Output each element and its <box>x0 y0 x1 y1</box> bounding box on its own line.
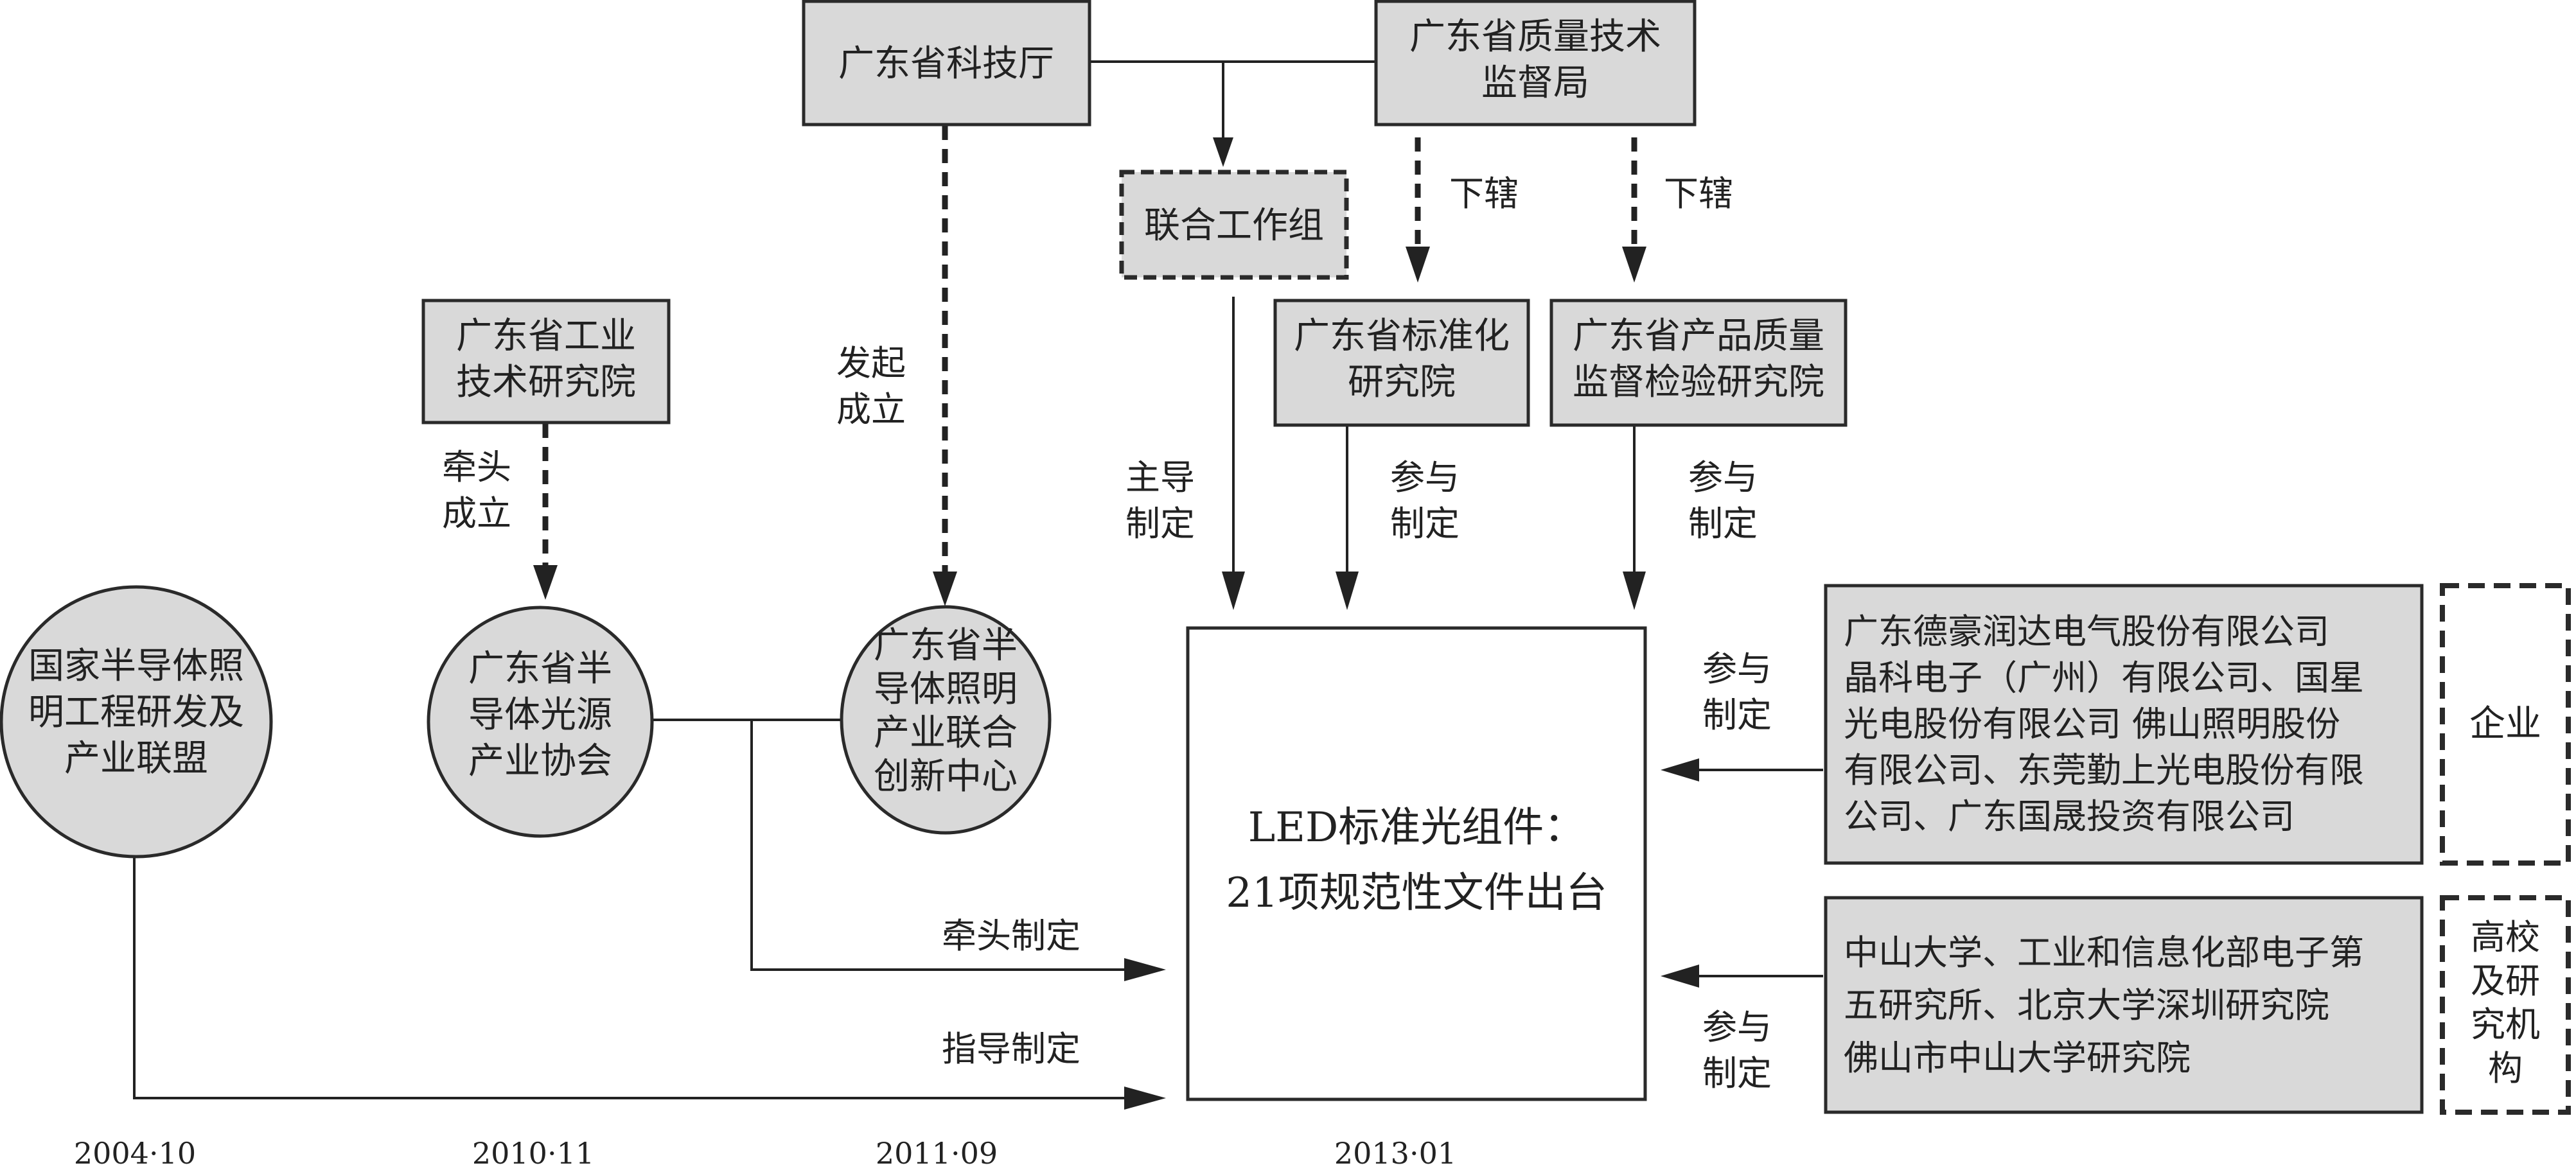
innovation-center-label-2: 导体照明 <box>874 668 1018 710</box>
industrial-inst-box <box>421 299 671 424</box>
product-inst-label-2: 监督检验研究院 <box>1573 362 1824 403</box>
university-tag-label-1: 高校 <box>2471 917 2540 957</box>
industrial-inst-label-2: 技术研究院 <box>456 362 636 403</box>
joint-to-center-arrowhead <box>1222 572 1245 610</box>
enterprises-line-5: 公司、广东国晟投资有限公司 <box>1844 796 2295 837</box>
label-participate-university-2: 制定 <box>1702 1053 1772 1094</box>
innovation-center-label-4: 创新中心 <box>874 756 1018 798</box>
industrial-inst-label-1: 广东省工业 <box>456 315 636 357</box>
semi-assoc-label-1: 广东省半 <box>468 648 612 690</box>
guide-make-line <box>133 857 1131 1099</box>
lead-make-arrowhead <box>1124 958 1166 981</box>
innovation-center-circle <box>840 605 1052 835</box>
label-participate-product-1: 参与 <box>1688 457 1758 498</box>
innovation-center-label-1: 广东省半 <box>874 625 1018 667</box>
universities-line-3: 佛山市中山大学研究院 <box>1844 1038 2191 1078</box>
label-participate-enterprise-2: 制定 <box>1702 695 1772 735</box>
label-participate-standard-2: 制定 <box>1390 503 1460 544</box>
enterprises-to-center-arrowhead <box>1661 758 1699 781</box>
label-guide-make: 指导制定 <box>942 1029 1081 1069</box>
standard-to-center-arrowhead <box>1336 572 1359 610</box>
semi-assoc-circle <box>427 606 654 838</box>
quality-bureau-label-2: 监督局 <box>1481 62 1589 104</box>
national-alliance-label-3: 产业联盟 <box>64 738 208 780</box>
university-tag-label-2: 及研 <box>2471 961 2540 1001</box>
university-tag-box <box>2440 895 2571 1115</box>
label-lead-formulate-1: 主导 <box>1125 457 1195 498</box>
product-to-center-arrowhead <box>1623 572 1646 610</box>
date-2010-11: 2010·11 <box>472 1136 594 1170</box>
product-inst-box <box>1549 299 1848 427</box>
to-joint-group-arrowhead <box>1213 137 1233 167</box>
label-participate-product-2: 制定 <box>1688 503 1758 544</box>
label-subordinate-product: 下辖 <box>1664 173 1733 214</box>
national-alliance-label-2: 明工程研发及 <box>28 692 244 733</box>
university-tag-label-3: 究机 <box>2471 1004 2540 1045</box>
enterprises-line-2: 晶科电子（广州）有限公司、国星 <box>1844 658 2364 698</box>
joint-group-label: 联合工作组 <box>1144 205 1324 247</box>
label-lead-establish-2: 成立 <box>442 493 511 534</box>
bureau-to-product-arrowhead <box>1622 247 1646 283</box>
label-initiate-2: 成立 <box>836 389 906 430</box>
center-result-line-1: LED标准光组件： <box>1248 804 1585 851</box>
standard-inst-label-2: 研究院 <box>1348 362 1456 403</box>
quality-bureau-box <box>1374 0 1697 127</box>
label-participate-university-1: 参与 <box>1702 1007 1772 1047</box>
center-result-line-2: 21项规范性文件出台 <box>1226 869 1607 917</box>
universities-line-1: 中山大学、工业和信息化部电子第 <box>1844 932 2364 973</box>
joint-group-box <box>1119 170 1349 280</box>
university-tag-label-4: 构 <box>2488 1048 2523 1088</box>
date-2013-01: 2013·01 <box>1334 1136 1456 1170</box>
tech-to-center-arrowhead <box>933 572 957 606</box>
enterprises-box <box>1824 584 2424 865</box>
label-subordinate-standard: 下辖 <box>1449 173 1519 214</box>
tech-dept-box <box>802 0 1091 127</box>
label-lead-formulate-2: 制定 <box>1125 503 1195 544</box>
label-lead-establish-1: 牵头 <box>442 447 511 487</box>
bureau-to-standard-arrowhead <box>1406 247 1430 283</box>
label-initiate-1: 发起 <box>836 343 906 383</box>
national-alliance-circle <box>0 585 273 859</box>
universities-to-center-arrowhead <box>1661 965 1699 988</box>
national-alliance-label-1: 国家半导体照 <box>28 645 244 687</box>
inst-to-assoc-arrowhead <box>533 565 558 600</box>
standard-inst-box <box>1273 299 1530 427</box>
enterprise-tag-label: 企业 <box>2469 703 2541 745</box>
date-2004-10: 2004·10 <box>74 1136 196 1170</box>
enterprises-line-3: 光电股份有限公司 佛山照明股份 <box>1844 704 2340 744</box>
label-participate-enterprise-1: 参与 <box>1702 649 1772 689</box>
innovation-center-label-3: 产业联合 <box>874 712 1018 754</box>
label-lead-make: 牵头制定 <box>942 916 1081 956</box>
date-2011-09: 2011·09 <box>876 1136 998 1170</box>
guide-make-arrowhead <box>1124 1087 1166 1110</box>
tech-dept-label: 广东省科技厅 <box>838 43 1054 85</box>
semi-assoc-label-2: 导体光源 <box>468 694 612 736</box>
semi-assoc-label-3: 产业协会 <box>468 740 612 782</box>
product-inst-label-1: 广东省产品质量 <box>1573 315 1824 357</box>
lead-make-line <box>750 720 1131 971</box>
quality-bureau-label-1: 广东省质量技术 <box>1409 16 1661 58</box>
label-participate-standard-1: 参与 <box>1390 457 1460 498</box>
standard-inst-label-1: 广东省标准化 <box>1294 315 1510 357</box>
universities-line-2: 五研究所、北京大学深圳研究院 <box>1844 985 2329 1026</box>
enterprise-tag-box <box>2440 583 2571 866</box>
enterprises-line-1: 广东德豪润达电气股份有限公司 <box>1844 611 2329 652</box>
universities-box <box>1824 896 2424 1114</box>
enterprises-line-4: 有限公司、东莞勤上光电股份有限 <box>1844 750 2364 790</box>
center-result-box <box>1186 626 1647 1101</box>
